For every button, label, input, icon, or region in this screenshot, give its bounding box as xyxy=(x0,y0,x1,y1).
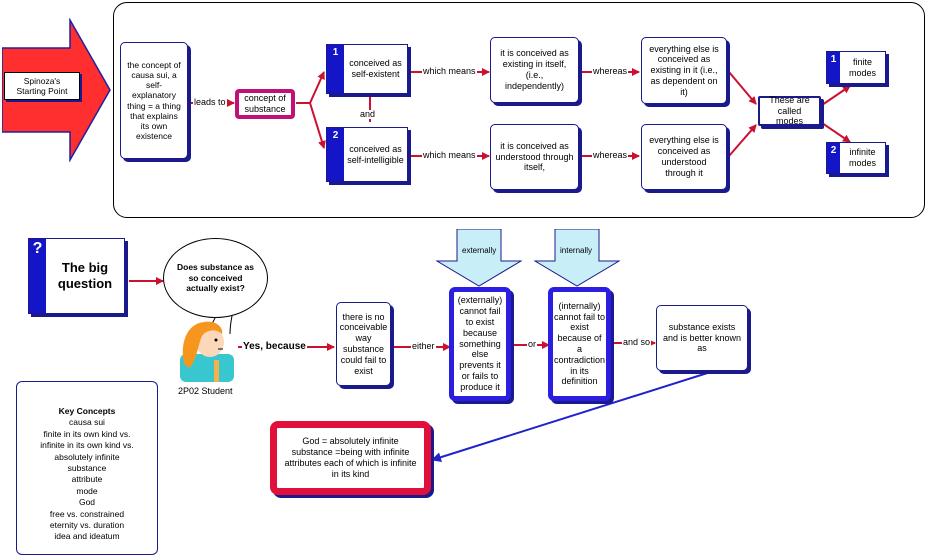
key-concept-item: eternity vs. duration xyxy=(49,520,125,531)
which-means-label-2: which means xyxy=(422,150,477,160)
key-concept-item: finite in its own kind vs. xyxy=(43,428,131,439)
key-concept-item: attribute xyxy=(71,474,103,485)
number-tab: 2 xyxy=(827,143,840,173)
existing-in-itself-box: it is conceived as existing in itself, (… xyxy=(490,37,579,103)
internally-box: (internally) cannot fail to exist becaus… xyxy=(548,287,611,401)
key-concept-item: idea and ideatum xyxy=(54,531,120,542)
and-so-label: and so xyxy=(622,337,652,347)
conceived-self-existent-box: 1 conceived as self-existent xyxy=(326,44,408,94)
leads-to-label: leads to xyxy=(193,97,227,107)
key-concept-item: causa sui xyxy=(69,417,105,428)
key-concept-item: substance xyxy=(67,463,107,474)
internally-label: internally xyxy=(560,246,593,255)
key-concept-item: absolutely infinite xyxy=(54,451,120,462)
substance-exists-box: substance exists and is better known as xyxy=(656,305,748,371)
and-label: and xyxy=(359,109,377,119)
whereas-label-1: whereas xyxy=(592,66,629,76)
understood-through-itself-box: it is conceived as understood through it… xyxy=(490,124,579,190)
number-tab: 1 xyxy=(327,45,344,93)
called-modes-box: These are called modes xyxy=(758,95,821,126)
starting-point-label: Spinoza's Starting Point xyxy=(4,72,80,100)
speech-bubble: Does substance as so conceived actually … xyxy=(163,238,268,318)
either-label: either xyxy=(411,341,436,351)
internally-arrow xyxy=(534,229,620,287)
yes-because-label: Yes, because xyxy=(242,341,307,352)
causa-sui-box: the concept of causa sui, a self-explana… xyxy=(120,42,188,159)
whereas-label-2: whereas xyxy=(592,150,629,160)
number-tab: 2 xyxy=(327,128,344,181)
concept-of-substance-box: concept of substance xyxy=(235,89,295,119)
student-figure xyxy=(180,321,234,382)
externally-label: externally xyxy=(462,246,497,255)
starting-point-frame xyxy=(113,2,925,218)
student-label: 2P02 Student xyxy=(177,386,234,396)
externally-arrow xyxy=(436,229,522,287)
key-concepts-box: Key Concepts causa sui finite in its own… xyxy=(16,381,158,555)
key-concept-item: mode xyxy=(76,485,98,496)
key-concepts-title: Key Concepts xyxy=(58,406,116,416)
key-concept-item: infinite in its own kind vs. xyxy=(40,440,134,451)
key-concept-item: free vs. constrained xyxy=(49,508,125,519)
infinite-modes-box: 2 infinite modes xyxy=(826,142,886,174)
no-conceivable-way-box: there is no conceivable way substance co… xyxy=(336,302,391,386)
or-label: or xyxy=(527,339,538,349)
which-means-label-1: which means xyxy=(422,66,477,76)
number-tab: 1 xyxy=(827,52,840,83)
finite-modes-box: 1 finite modes xyxy=(826,51,886,84)
externally-box: (externally) cannot fail to exist becaus… xyxy=(449,287,511,401)
everything-else-existing-box: everything else is conceived as existing… xyxy=(641,37,727,104)
question-icon: ? xyxy=(29,239,46,313)
big-question-box: ? The big question xyxy=(28,238,125,314)
god-definition-box: God = absolutely infinite substance =bei… xyxy=(270,421,431,495)
conceived-self-intelligible-box: 2 conceived as self-intelligible xyxy=(326,127,408,182)
everything-else-understood-box: everything else is conceived as understo… xyxy=(641,124,727,190)
key-concept-item: God xyxy=(78,497,96,508)
